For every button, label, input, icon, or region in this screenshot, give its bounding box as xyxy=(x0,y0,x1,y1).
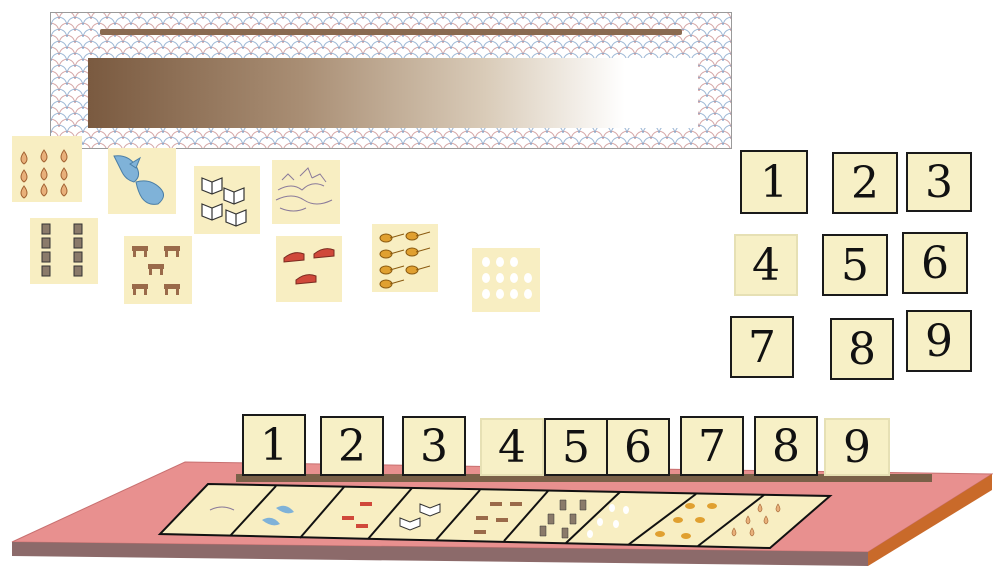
row-card-9[interactable]: 9 xyxy=(824,418,890,476)
row-card-8[interactable]: 8 xyxy=(754,416,818,476)
number-card-8[interactable]: 8 xyxy=(830,318,894,380)
row-card-7[interactable]: 7 xyxy=(680,416,744,476)
dots-icon[interactable] xyxy=(472,248,540,312)
row-card-6[interactable]: 6 xyxy=(606,418,670,476)
row-card-2[interactable]: 2 xyxy=(320,416,384,476)
number-card-1[interactable]: 1 xyxy=(740,150,808,214)
number-card-4[interactable]: 4 xyxy=(734,234,798,296)
books-icon[interactable] xyxy=(194,166,260,234)
number-card-3[interactable]: 3 xyxy=(906,152,972,212)
tables-icon[interactable] xyxy=(124,236,192,304)
pears-icon[interactable] xyxy=(12,136,82,202)
number-card-2[interactable]: 2 xyxy=(832,152,898,214)
banner-gradient-strip xyxy=(88,58,698,128)
row-card-3[interactable]: 3 xyxy=(402,416,466,476)
number-card-7[interactable]: 7 xyxy=(730,316,794,378)
birds-icon[interactable] xyxy=(108,148,176,214)
figures-icon[interactable] xyxy=(30,218,98,284)
banner-rod xyxy=(100,29,682,35)
spoons-icon[interactable] xyxy=(372,224,438,292)
shoes-icon[interactable] xyxy=(276,236,342,302)
row-card-5[interactable]: 5 xyxy=(544,418,608,476)
row-card-1[interactable]: 1 xyxy=(242,414,306,476)
boat-icon[interactable] xyxy=(272,160,340,224)
number-card-6[interactable]: 6 xyxy=(902,232,968,294)
number-card-9[interactable]: 9 xyxy=(906,310,972,372)
row-card-4[interactable]: 4 xyxy=(480,418,544,476)
number-card-5[interactable]: 5 xyxy=(822,234,888,296)
